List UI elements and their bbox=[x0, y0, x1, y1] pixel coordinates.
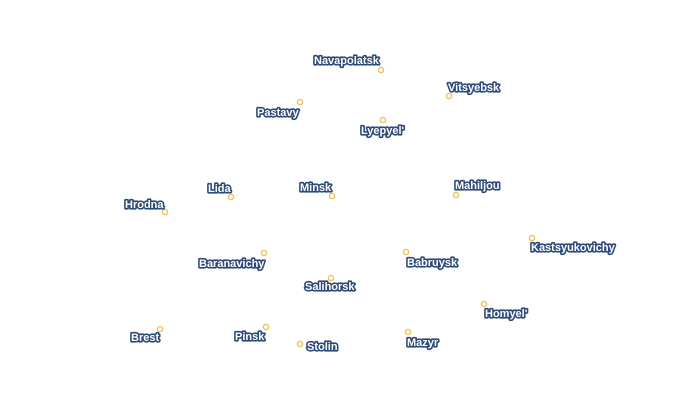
city-stolin[interactable]: Stolin bbox=[296, 339, 339, 355]
city-navapolatsk[interactable]: Navapolatsk bbox=[312, 53, 385, 74]
city-label: Homyel' bbox=[485, 308, 528, 320]
city-lida[interactable]: Lida bbox=[206, 181, 235, 201]
city-marker-icon[interactable] bbox=[445, 92, 453, 100]
city-marker-icon[interactable] bbox=[296, 98, 304, 106]
city-label: Mazyr bbox=[407, 337, 439, 349]
city-label: Baranavichy bbox=[199, 258, 265, 270]
city-label: Pinsk bbox=[235, 331, 265, 343]
city-label: Hrodna bbox=[125, 199, 164, 211]
city-marker-icon[interactable] bbox=[377, 66, 385, 74]
city-homyel[interactable]: Homyel' bbox=[480, 300, 529, 322]
city-marker-icon[interactable] bbox=[296, 340, 304, 348]
city-label: Mahiljou bbox=[455, 180, 500, 192]
city-label: Vitsyebsk bbox=[448, 82, 500, 94]
city-marker-icon[interactable] bbox=[227, 193, 235, 201]
city-label: Brest bbox=[131, 332, 159, 344]
city-kastsyukovichy[interactable]: Kastsyukovichy bbox=[528, 234, 617, 256]
city-marker-icon[interactable] bbox=[404, 328, 412, 336]
city-brest[interactable]: Brest bbox=[129, 325, 164, 346]
city-label: Lyepyel' bbox=[361, 125, 405, 137]
city-label: Pastavy bbox=[257, 107, 299, 119]
city-marker-icon[interactable] bbox=[379, 116, 387, 124]
city-marker-icon[interactable] bbox=[156, 325, 164, 333]
city-label: Stolin bbox=[307, 341, 338, 353]
city-label: Lida bbox=[208, 183, 231, 195]
city-lyepyel[interactable]: Lyepyel' bbox=[359, 116, 406, 139]
city-marker-icon[interactable] bbox=[528, 234, 536, 242]
city-hrodna[interactable]: Hrodna bbox=[123, 197, 169, 216]
city-marker-icon[interactable] bbox=[260, 249, 268, 257]
city-baranavichy[interactable]: Baranavichy bbox=[197, 249, 268, 272]
city-label: Salihorsk bbox=[305, 281, 355, 293]
city-vitsyebsk[interactable]: Vitsyebsk bbox=[445, 80, 502, 100]
city-mahiljou[interactable]: Mahiljou bbox=[452, 178, 501, 199]
city-marker-icon[interactable] bbox=[262, 323, 270, 331]
city-label: Kastsyukovichy bbox=[531, 242, 616, 254]
city-babruysk[interactable]: Babruysk bbox=[402, 248, 460, 271]
city-marker-icon[interactable] bbox=[452, 191, 460, 199]
city-minsk[interactable]: Minsk bbox=[298, 180, 336, 200]
city-marker-icon[interactable] bbox=[328, 192, 336, 200]
city-pastavy[interactable]: Pastavy bbox=[255, 98, 304, 121]
city-label: Minsk bbox=[300, 182, 332, 194]
city-marker-icon[interactable] bbox=[402, 248, 410, 256]
city-marker-icon[interactable] bbox=[161, 208, 169, 216]
city-pinsk[interactable]: Pinsk bbox=[233, 323, 270, 345]
city-mazyr[interactable]: Mazyr bbox=[404, 328, 440, 351]
city-label: Babruysk bbox=[407, 257, 458, 269]
city-marker-icon[interactable] bbox=[480, 300, 488, 308]
city-marker-icon[interactable] bbox=[327, 274, 335, 282]
city-label: Navapolatsk bbox=[314, 55, 380, 67]
city-salihorsk[interactable]: Salihorsk bbox=[303, 274, 357, 295]
